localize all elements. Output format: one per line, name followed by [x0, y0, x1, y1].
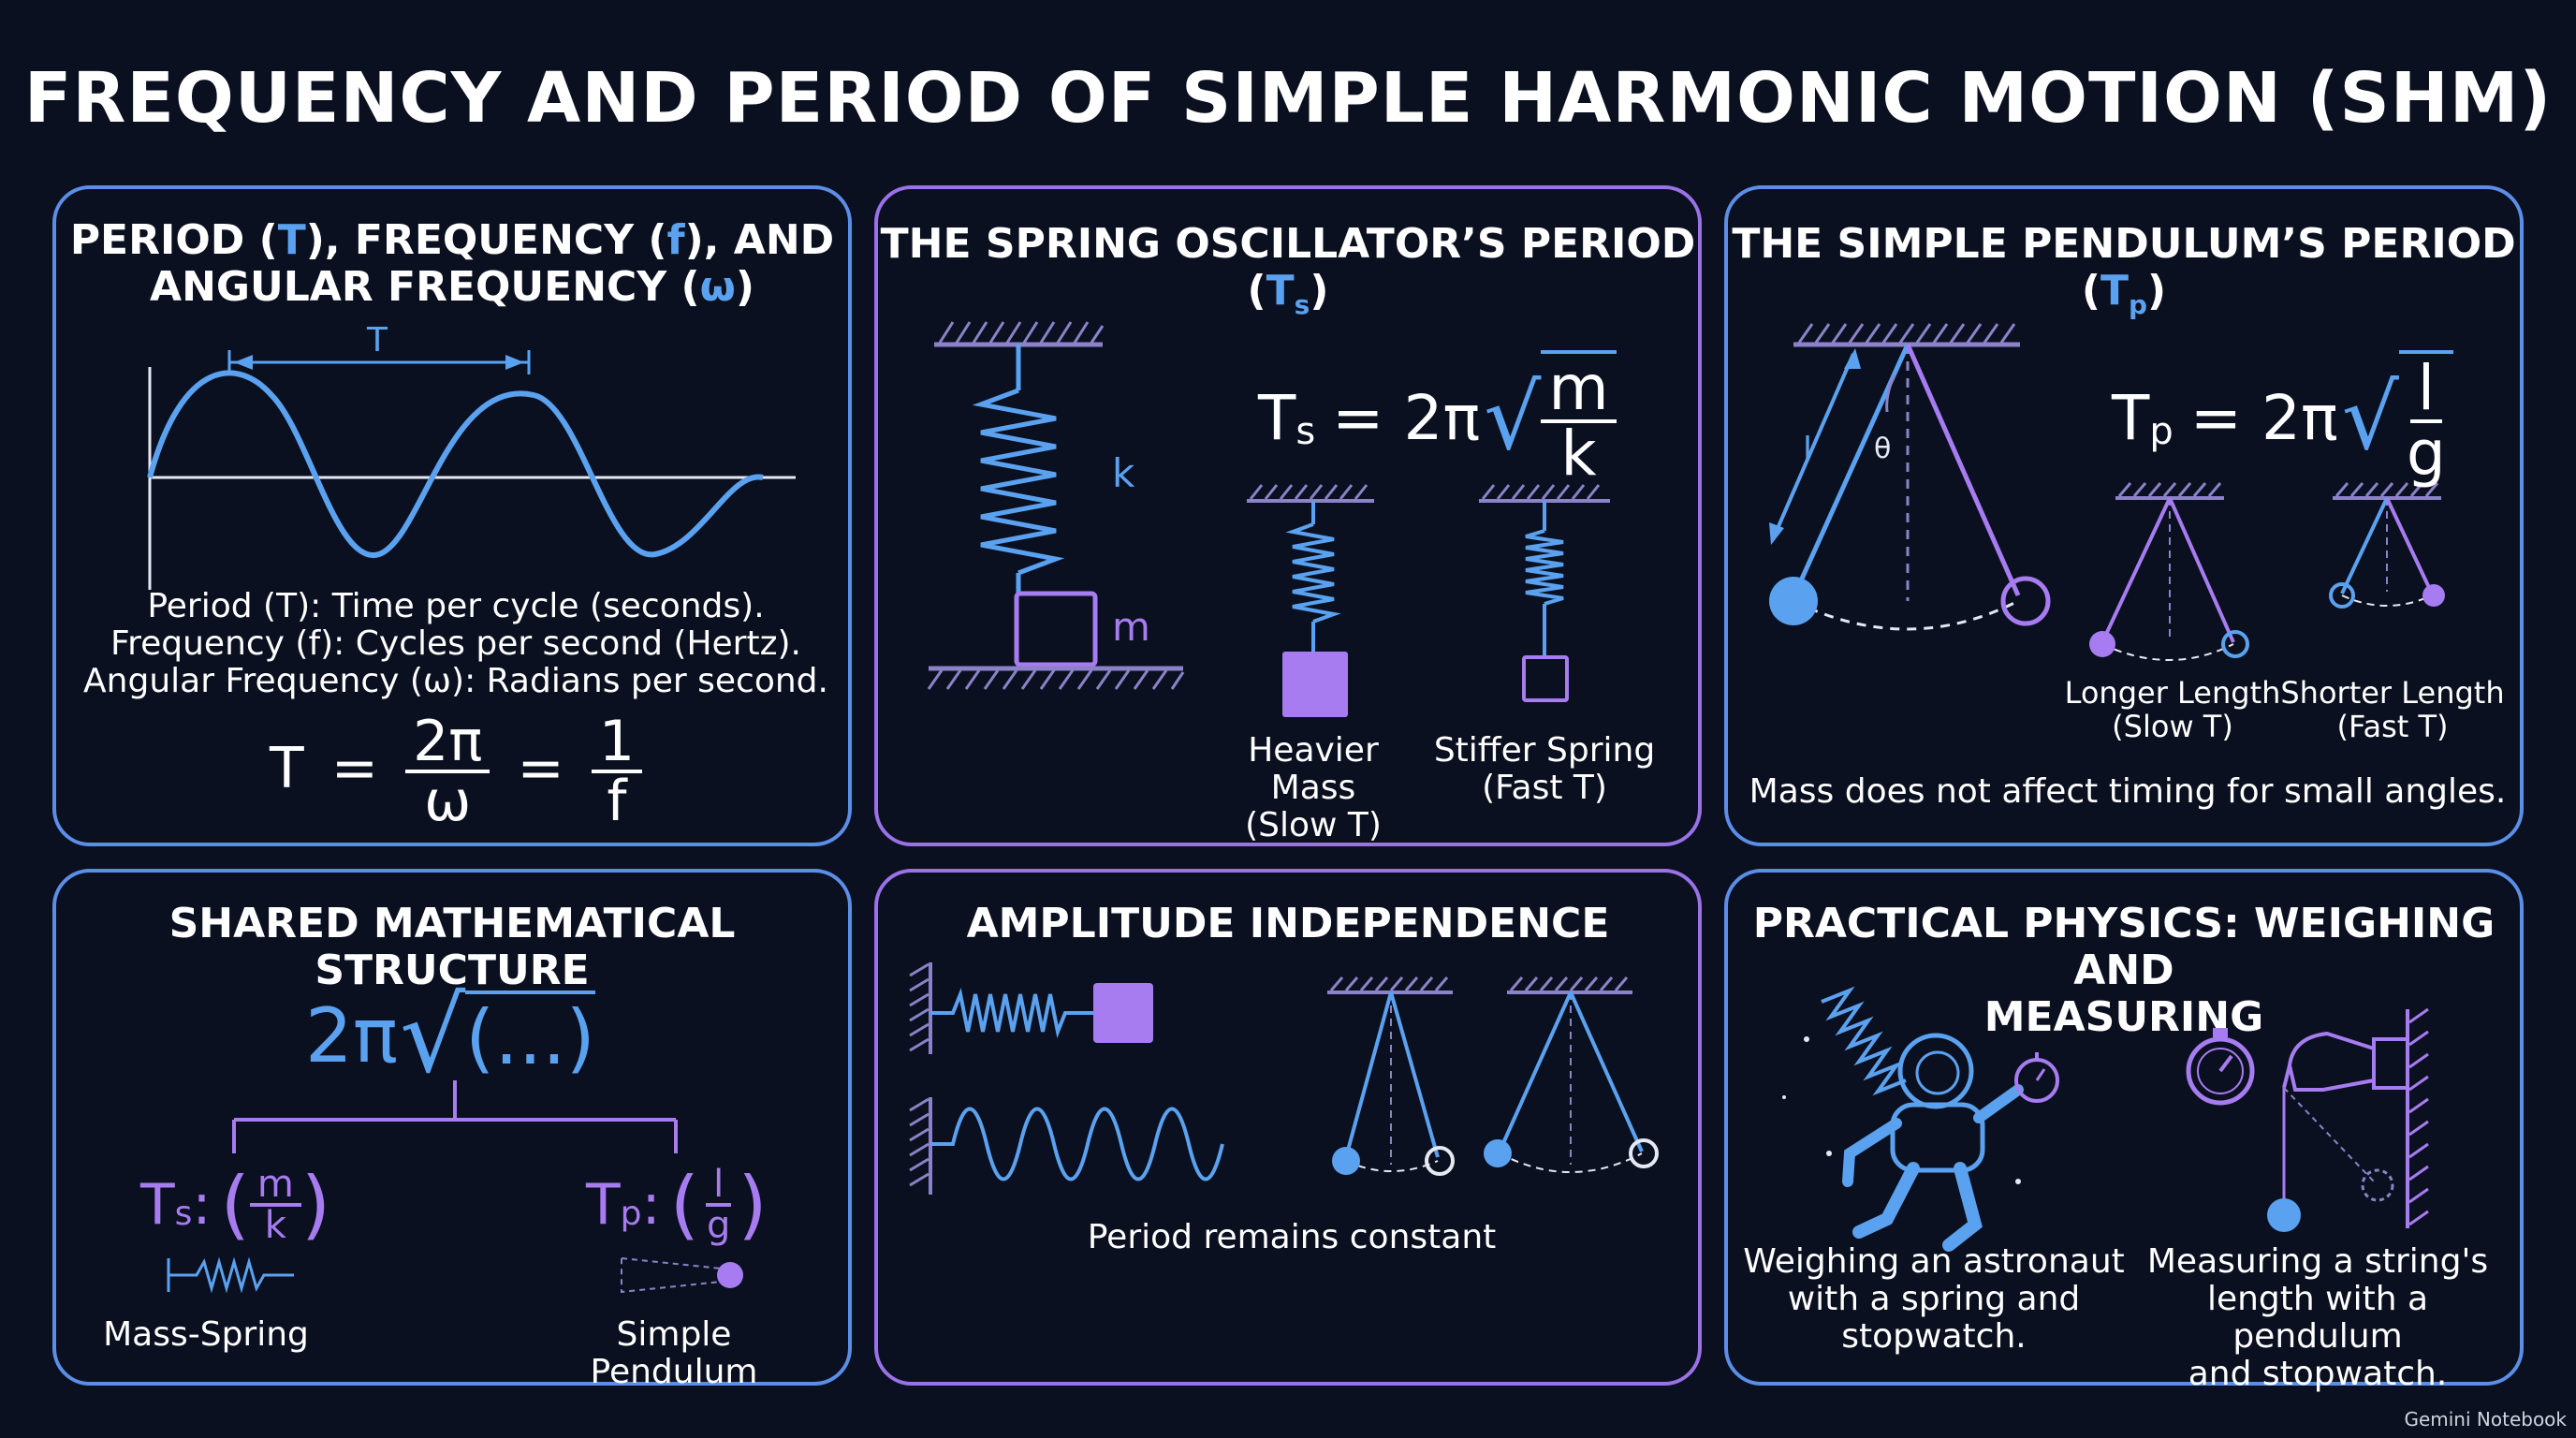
mass-independence-note: Mass does not affect timing for small an… [1749, 772, 2507, 811]
panel-title: THE SPRING OSCILLATOR’S PERIOD (Ts) [880, 220, 1696, 320]
panel-title: AMPLITUDE INDEPENDENCE [966, 900, 1610, 947]
mass-label: m [1112, 604, 1150, 650]
amplitude-diagram [909, 962, 1659, 1195]
heavier-mass-caption: Heavier Mass(Slow T) [1245, 731, 1382, 844]
general-formula: 2π √ (...) [305, 976, 595, 1095]
longer-length-caption: Longer Length(Slow T) [2064, 675, 2281, 744]
spring-diagram: k m [927, 321, 1610, 717]
practical-diagram [1782, 986, 2429, 1252]
stiffer-spring-caption: Stiffer Spring(Fast T) [1433, 731, 1656, 807]
wave-period-label: T [366, 321, 388, 360]
panel-title: PRACTICAL PHYSICS: WEIGHING AND MEASURIN… [1752, 900, 2496, 1041]
period-constant-caption: Period remains constant [1087, 1218, 1497, 1256]
page-title: FREQUENCY AND PERIOD OF SIMPLE HARMONIC … [23, 58, 2553, 139]
pendulum-diagram: l θ [1769, 323, 2445, 661]
panel-shared-structure: SHARED MATHEMATICAL STRUCTURE 2π √ (...)… [52, 869, 852, 1391]
spring-constant-label: k [1112, 450, 1135, 496]
bracket-diagram [167, 1080, 743, 1294]
panel-period-frequency: PERIOD (T), FREQUENCY (f), AND ANGULAR F… [52, 185, 852, 846]
length-label: l [1803, 431, 1812, 469]
shorter-length-caption: Shorter Length(Fast T) [2280, 675, 2505, 744]
sine-wave-diagram: T [147, 321, 796, 590]
panel-spring-oscillator: THE SPRING OSCILLATOR’S PERIOD (Ts) k m [874, 185, 1702, 846]
panel-amplitude-independence: AMPLITUDE INDEPENDENCE [874, 869, 1702, 1386]
mass-spring-label: Mass-Spring [103, 1315, 309, 1354]
panel-practical-physics: PRACTICAL PHYSICS: WEIGHING AND MEASURIN… [1724, 869, 2524, 1393]
panel-title: THE SIMPLE PENDULUM’S PERIOD (Tp) [1732, 220, 2516, 320]
watermark: Gemini Notebook [2404, 1408, 2567, 1431]
angle-label: θ [1874, 433, 1891, 465]
simple-pendulum-label: Simple Pendulum [590, 1315, 758, 1391]
panel-title: PERIOD (T), FREQUENCY (f), AND ANGULAR F… [69, 216, 835, 311]
panel-simple-pendulum: THE SIMPLE PENDULUM’S PERIOD (Tp) l θ [1724, 185, 2524, 846]
definitions: Period (T): Time per cycle (seconds). Fr… [83, 587, 828, 700]
panel-title: SHARED MATHEMATICAL STRUCTURE [168, 900, 736, 994]
